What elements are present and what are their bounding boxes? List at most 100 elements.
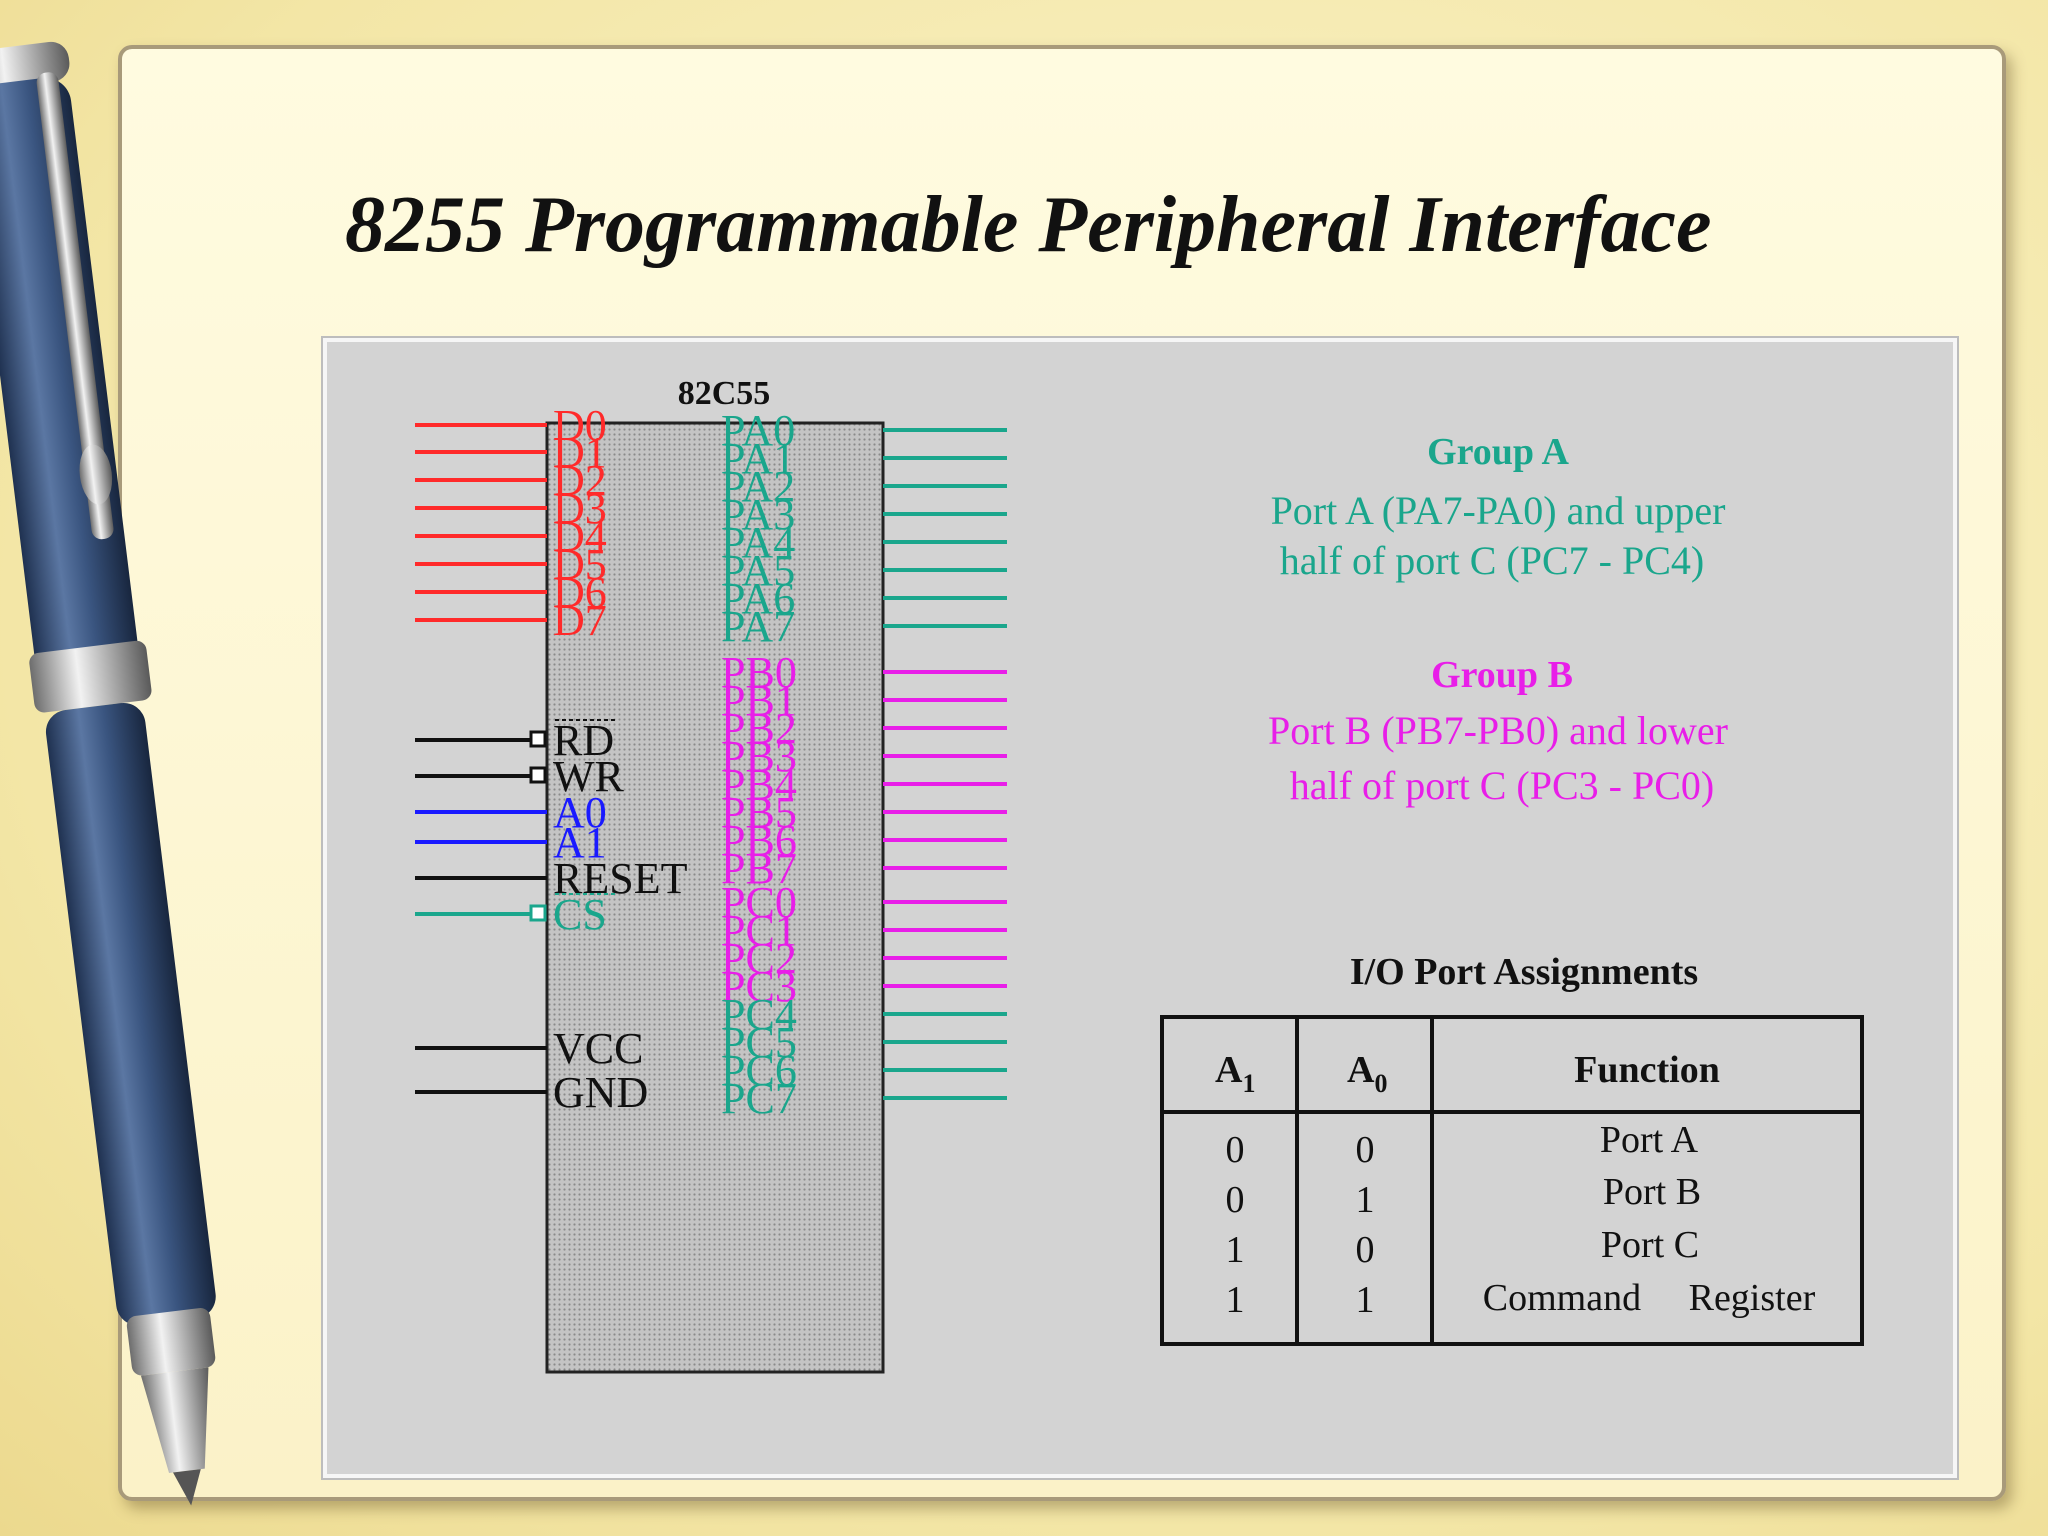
pin-label: D0	[553, 401, 607, 450]
pin-pc2: PC2	[721, 934, 1007, 983]
pen-illustration	[0, 41, 216, 1506]
pin-label: RESET	[553, 854, 688, 903]
group-a-line1: Port A (PA7-PA0) and upper	[1271, 488, 1726, 533]
io-table-title: I/O Port Assignments	[1350, 951, 1698, 993]
pin-pc1: PC1	[721, 906, 1007, 955]
pin-d1: D1	[415, 428, 607, 477]
pin-d0: D0	[415, 401, 607, 450]
pin-wr: WR	[415, 752, 625, 801]
table-cell: Port B	[1603, 1171, 1701, 1213]
pin-label: D2	[553, 456, 607, 505]
pin-label: D4	[553, 512, 607, 561]
chip-name: 82C55	[678, 375, 771, 412]
chip-body	[545, 421, 885, 1374]
table-cell: 0	[1356, 1229, 1375, 1271]
pin-label: VCC	[553, 1024, 643, 1073]
pin-label: PA0	[721, 406, 795, 455]
pin-d2: D2	[415, 456, 607, 505]
pin-pb0: PB0	[721, 648, 1007, 697]
pin-a0: A0	[415, 788, 607, 837]
pin-label: PB1	[721, 676, 797, 725]
table-cell: 0	[1226, 1129, 1245, 1171]
pin-gnd: GND	[415, 1068, 648, 1117]
pin-label: PC5	[721, 1018, 797, 1067]
active-low-bubble	[529, 730, 547, 748]
table-header-a1: A1	[1215, 1049, 1255, 1098]
table-cell: Command Register	[1483, 1277, 1816, 1319]
pin-label: PA3	[721, 490, 795, 539]
pin-pb2: PB2	[721, 704, 1007, 753]
pin-label: WR	[553, 752, 625, 801]
pin-label: PA5	[721, 546, 795, 595]
table-cell: 1	[1356, 1179, 1375, 1221]
pin-label: PC7	[721, 1074, 797, 1123]
pin-label: GND	[553, 1068, 648, 1117]
pin-label: PB5	[721, 788, 797, 837]
table-header-a0: A0	[1347, 1049, 1387, 1098]
pin-cs: CS	[415, 890, 617, 939]
group-b-title: Group B	[1431, 654, 1573, 696]
io-table: A1 A0 Function 0 0 Port A 0 1 Port B 1 0…	[1160, 1015, 1864, 1346]
group-b-line1: Port B (PB7-PB0) and lower	[1268, 708, 1728, 753]
pin-pa7: PA7	[721, 602, 1007, 651]
pin-label: PC2	[721, 934, 797, 983]
pin-pc4: PC4	[721, 990, 1007, 1039]
pin-label: PC3	[721, 962, 797, 1011]
group-a-line2: half of port C (PC7 - PC4)	[1280, 538, 1704, 583]
pin-label: PA2	[721, 462, 795, 511]
pin-pb6: PB6	[721, 816, 1007, 865]
pin-pc0: PC0	[721, 878, 1007, 927]
pin-label: PB0	[721, 648, 797, 697]
pin-label: D5	[553, 540, 607, 589]
pin-vcc: VCC	[415, 1024, 643, 1073]
pin-label: PB2	[721, 704, 797, 753]
pin-pb4: PB4	[721, 760, 1007, 809]
pin-label: PA1	[721, 434, 795, 483]
active-low-bubble	[529, 766, 547, 784]
pin-label: PA6	[721, 574, 795, 623]
active-low-bubble	[529, 904, 547, 922]
pin-label: PC4	[721, 990, 797, 1039]
table-cell: 0	[1356, 1129, 1375, 1171]
pin-pb3: PB3	[721, 732, 1007, 781]
table-header-function: Function	[1574, 1049, 1720, 1091]
pin-label: PA7	[721, 602, 795, 651]
pin-label: D6	[553, 568, 607, 617]
pin-label: PB3	[721, 732, 797, 781]
pin-label: A0	[553, 788, 607, 837]
pin-label: CS	[553, 890, 607, 939]
pin-pc7: PC7	[721, 1074, 1007, 1123]
pin-d5: D5	[415, 540, 607, 589]
pin-label: PC0	[721, 878, 797, 927]
pin-pb5: PB5	[721, 788, 1007, 837]
pin-label: D1	[553, 428, 607, 477]
pin-reset: RESET	[415, 854, 688, 903]
table-cell: 1	[1226, 1279, 1245, 1321]
diagram: 82C55 D0D1D2D3D4D5D6D7RDWRA0A1RESETCSVCC…	[415, 375, 1864, 1374]
pin-pa4: PA4	[721, 518, 1007, 567]
pin-pa2: PA2	[721, 462, 1007, 511]
pin-pb7: PB7	[721, 844, 1007, 893]
table-cell: 0	[1226, 1179, 1245, 1221]
pin-pa5: PA5	[721, 546, 1007, 595]
pin-label: PC6	[721, 1046, 797, 1095]
pin-label: D7	[553, 596, 607, 645]
pin-pa0: PA0	[721, 406, 1007, 455]
pin-d4: D4	[415, 512, 607, 561]
pin-d6: D6	[415, 568, 607, 617]
slide-title: 8255 Programmable Peripheral Interface	[345, 181, 1712, 269]
pin-d3: D3	[415, 484, 607, 533]
pin-rd: RD	[415, 716, 617, 765]
group-a-title: Group A	[1427, 431, 1569, 473]
table-cell: Port A	[1600, 1119, 1699, 1161]
pin-label: RD	[553, 716, 614, 765]
table-cell: 1	[1356, 1279, 1375, 1321]
pin-pc3: PC3	[721, 962, 1007, 1011]
pin-pa6: PA6	[721, 574, 1007, 623]
pin-label: D3	[553, 484, 607, 533]
pin-label: PC1	[721, 906, 797, 955]
pins-layer: D0D1D2D3D4D5D6D7RDWRA0A1RESETCSVCCGNDPA0…	[415, 401, 1007, 1123]
pin-label: PB6	[721, 816, 797, 865]
group-b-line2: half of port C (PC3 - PC0)	[1290, 763, 1714, 808]
